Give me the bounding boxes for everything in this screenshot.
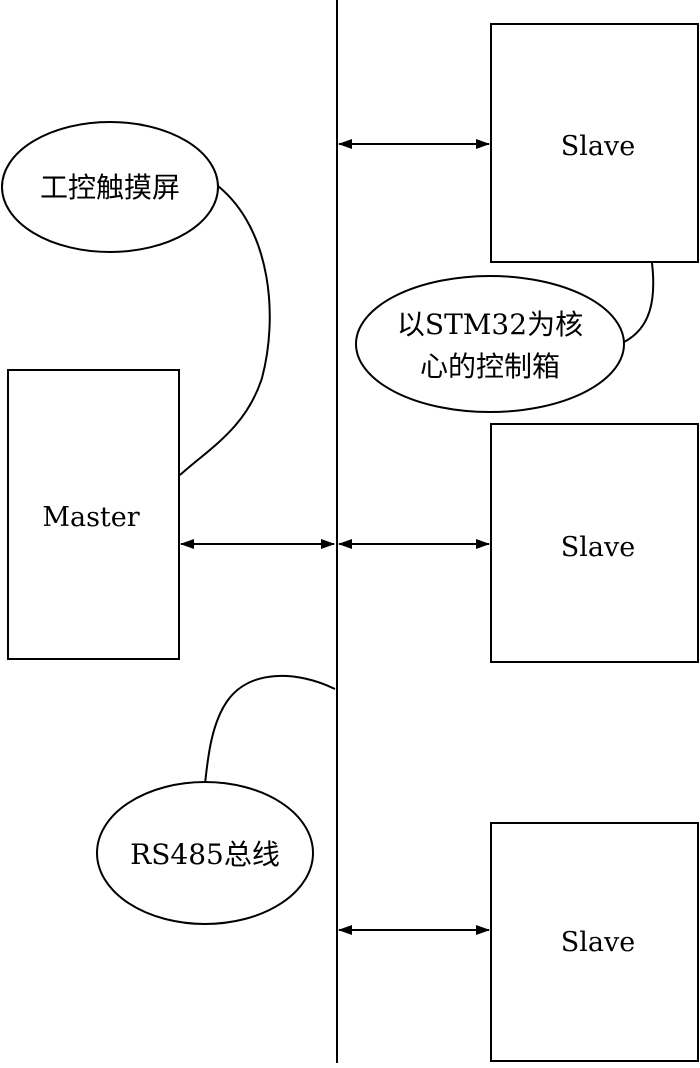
- master-box: [7, 369, 180, 660]
- callout-touchscreen: 工控触摸屏: [1, 121, 271, 476]
- slave-node-2: Slave: [490, 423, 699, 663]
- slave-node-1: Slave: [490, 23, 699, 263]
- bus-label: RS485总线: [130, 838, 280, 871]
- slave-label-1: Slave: [561, 131, 635, 162]
- leader-touchscreen: [179, 185, 271, 476]
- ellipse-bus: [96, 781, 314, 925]
- master-label: Master: [42, 502, 139, 533]
- leader-control-box: [619, 262, 655, 345]
- slave-box-2: [490, 423, 699, 663]
- master-node: Master: [7, 369, 180, 660]
- slave-box-1: [490, 23, 699, 263]
- callout-control-box: 以STM32为核 心的控制箱: [355, 262, 655, 413]
- leader-bus: [204, 674, 336, 785]
- control-box-label-line1: 以STM32为核: [397, 308, 583, 341]
- slave-label-3: Slave: [561, 927, 635, 958]
- ellipse-control-box: [355, 275, 625, 413]
- touchscreen-label: 工控触摸屏: [40, 171, 180, 204]
- slave-label-2: Slave: [561, 532, 635, 563]
- callout-bus: RS485总线: [96, 674, 336, 925]
- slave-node-3: Slave: [490, 822, 699, 1062]
- control-box-label-line2: 心的控制箱: [420, 350, 560, 383]
- slave-box-3: [490, 822, 699, 1062]
- ellipse-touchscreen: [1, 121, 219, 253]
